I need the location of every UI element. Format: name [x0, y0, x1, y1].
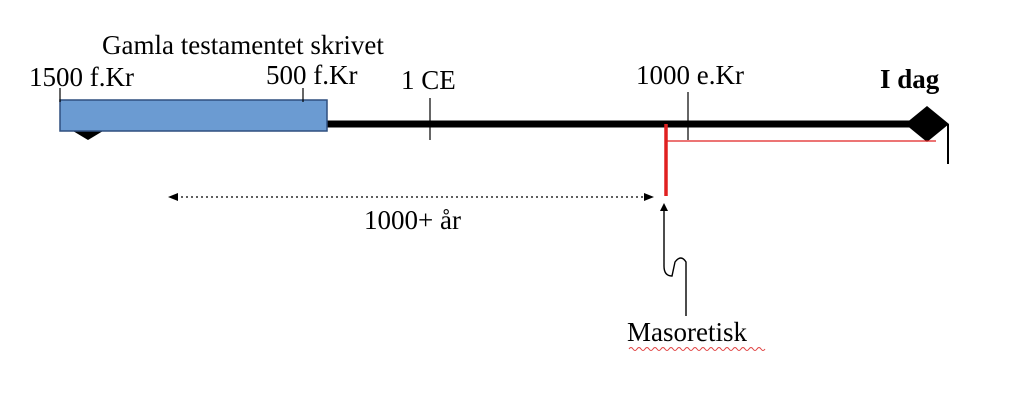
label-1000ad: 1000 e.Kr [636, 60, 744, 90]
masoretic-pointer [663, 210, 687, 316]
label-today: I dag [880, 64, 940, 94]
label-500bc: 500 f.Kr [266, 60, 357, 90]
timeline-end-marker [905, 106, 949, 142]
gap-label: 1000+ år [364, 205, 461, 235]
ot-writing-bar [59, 99, 328, 132]
masoretic-pointer-head [660, 203, 668, 211]
ot-written-title: Gamla testamentet skrivet [102, 30, 384, 60]
masoretic-label: Masoretisk [627, 317, 747, 347]
label-1ce: 1 CE [401, 65, 456, 95]
label-1500bc: 1500 f.Kr [29, 62, 134, 92]
gap-arrow-left-head [168, 193, 178, 201]
gap-arrow-right-head [644, 193, 654, 201]
spellcheck-squiggle [628, 347, 766, 351]
